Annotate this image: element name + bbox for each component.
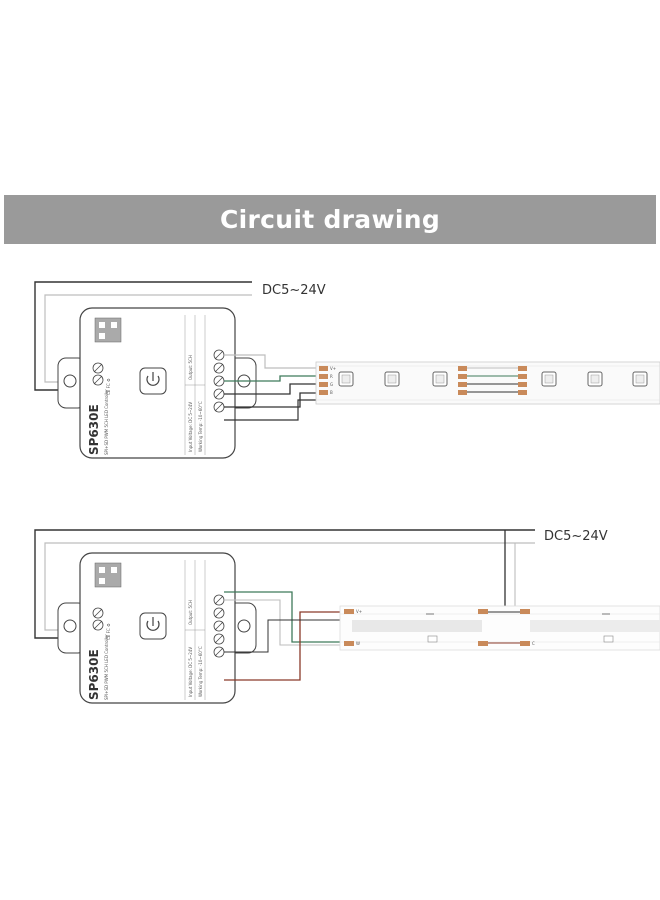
svg-text:SPI+SD PWM 5CH LED Controller: SPI+SD PWM 5CH LED Controller — [104, 634, 109, 700]
spec-line-1-2: Output: 5CH — [188, 355, 193, 380]
svg-text:CE FC ♻: CE FC ♻ — [106, 378, 111, 395]
mount-hole-right-2 — [237, 619, 251, 633]
voltage-label-1: DC5~24V — [262, 283, 326, 298]
wire-dark-2 — [224, 619, 345, 653]
pad-label-1-v: V+ — [330, 366, 336, 371]
title-banner: Circuit drawing — [4, 195, 656, 244]
power-wire-grey-1 — [44, 294, 252, 383]
svg-text:SPI+SD PWM 5CH LED Controller: SPI+SD PWM 5CH LED Controller — [104, 389, 109, 455]
wire-grey-2 — [224, 599, 345, 646]
pad-label-2-v: V+ — [356, 609, 362, 614]
wire-green-1 — [224, 375, 320, 382]
pad-label-2-w: W — [356, 641, 360, 646]
spec-line-2-2: Output: 5CH — [188, 600, 193, 625]
power-icon-2 — [146, 617, 160, 631]
wire-red-2 — [224, 611, 345, 681]
qr-code-1 — [94, 317, 122, 343]
strip-pads-1a: V+ R G B — [319, 366, 336, 395]
strip-pads-2a: V+ W — [344, 609, 362, 646]
wire-dark-1c — [224, 399, 320, 421]
spec-panel-1: Input Voltage: DC 5~24V Output: 5CH Work… — [184, 315, 206, 455]
pad-label-1-g: G — [330, 382, 333, 387]
led-strip-2: V+ W C — [339, 605, 660, 651]
svg-text:CE FC ♻: CE FC ♻ — [106, 623, 111, 640]
led-strip-1: V+ R G B — [315, 361, 660, 405]
wire-green-2 — [224, 591, 345, 643]
pad-label-2-c: C — [532, 641, 535, 646]
spec-panel-2: Input Voltage: DC 5~24V Output: 5CH Work… — [184, 560, 206, 700]
voltage-label-2: DC5~24V — [544, 529, 608, 544]
strip-chips-2 — [426, 613, 614, 643]
strip-joint-2: C — [478, 609, 535, 646]
output-terminals-2 — [213, 594, 225, 658]
mount-hole-left-2 — [63, 619, 77, 633]
led-chips-1 — [338, 371, 648, 387]
banner-title: Circuit drawing — [219, 205, 441, 234]
spec-line-1-3: Working Temp: -10~60°C — [198, 401, 203, 452]
model-label-2: SP630E — [87, 649, 101, 700]
power-wire-dark-2 — [34, 529, 535, 639]
power-icon-1 — [146, 372, 160, 386]
model-label-1: SP630E — [87, 404, 101, 455]
mount-hole-left-1 — [63, 374, 77, 388]
spec-line-2-1: Input Voltage: DC 5~24V — [188, 647, 193, 697]
strip-joint-1 — [458, 366, 527, 395]
pad-label-1-b: B — [330, 390, 333, 395]
diagram-1: DC5~24V CE FC ♻ SP630E SPI+SD PWM 5CH LE… — [34, 281, 660, 459]
output-terminals-1 — [213, 349, 225, 413]
wire-grey-1 — [224, 354, 320, 369]
power-wire-grey-2 — [44, 542, 535, 631]
qr-code-2 — [94, 562, 122, 588]
wire-dark-1a — [224, 383, 320, 395]
spec-line-2-3: Working Temp: -10~60°C — [198, 646, 203, 697]
diagram-2: DC5~24V CE FC ♻ SP630E SPI+SD PWM 5CH LE… — [34, 529, 660, 704]
power-wire-dark-1 — [34, 281, 252, 391]
spec-line-1-1: Input Voltage: DC 5~24V — [188, 402, 193, 452]
pad-label-1-r: R — [330, 374, 333, 379]
